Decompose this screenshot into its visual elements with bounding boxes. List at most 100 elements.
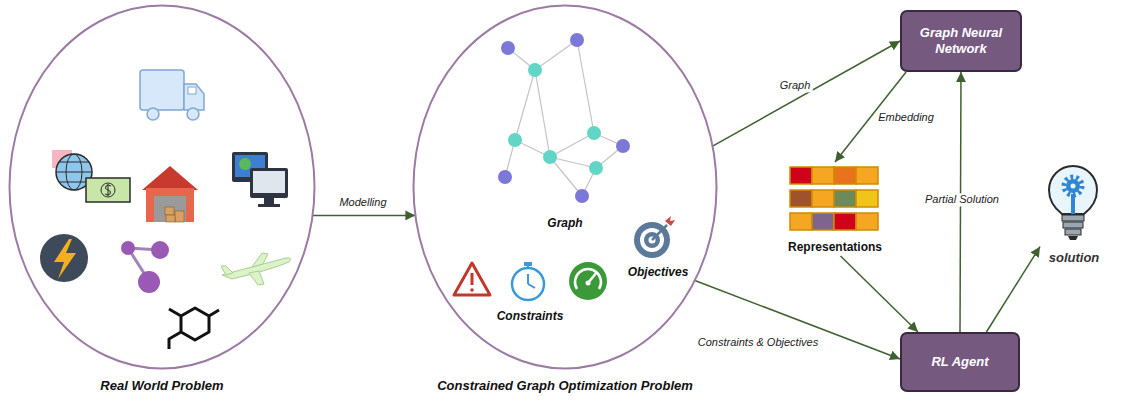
lightbulb-icon	[1062, 215, 1084, 221]
graph-illustration	[616, 139, 630, 153]
graph-illustration	[589, 161, 603, 175]
warning-icon	[470, 288, 474, 292]
target-icon	[665, 216, 675, 226]
graph-illustration	[501, 41, 515, 55]
speedometer-icon	[575, 269, 601, 289]
stopwatch-icon	[512, 262, 544, 300]
energy-icon	[54, 239, 76, 279]
warehouse-icon	[165, 207, 174, 215]
molecule-icon	[138, 271, 160, 293]
embedding-bars	[790, 167, 878, 230]
graph-illustration	[528, 63, 542, 77]
computer-icon	[258, 204, 280, 207]
problem-circle: Real World Problem	[8, 4, 316, 370]
graph-illustration	[587, 126, 601, 140]
lightbulb-icon	[1049, 166, 1097, 240]
warehouse-icon	[142, 166, 198, 222]
graph-illustration	[498, 33, 630, 203]
lightbulb-icon	[1071, 184, 1076, 189]
finance-icon	[86, 178, 130, 202]
graph-illustration	[577, 40, 594, 133]
energy-icon	[40, 234, 88, 282]
graph-illustration	[535, 40, 577, 70]
process-box: RL Agent	[900, 332, 1020, 392]
embedding-bars	[812, 213, 834, 230]
finance-icon	[101, 183, 115, 197]
lightbulb-icon	[1068, 236, 1078, 240]
stopwatch-icon	[528, 284, 535, 288]
finance-icon	[59, 162, 89, 163]
representation-block: Representations	[780, 162, 890, 256]
truck-icon	[184, 84, 204, 110]
graph-illustration	[535, 70, 550, 157]
node-label: Objectives	[628, 265, 689, 279]
node-label: Constraints	[497, 309, 564, 323]
arrow-connector	[313, 215, 416, 217]
embedding-bars	[834, 167, 856, 184]
circle-outline-shape	[10, 6, 315, 369]
warning-icon	[454, 263, 490, 295]
solution-bulb: solution	[1040, 163, 1108, 265]
computer-icon	[250, 168, 288, 198]
circle-outline-shape	[414, 6, 717, 369]
arrow-connector	[695, 280, 900, 359]
embedding-bars	[856, 190, 878, 207]
node-label: Graph Neural Network	[909, 25, 1013, 58]
lightbulb-icon	[1066, 179, 1080, 193]
computer-icon	[239, 158, 251, 170]
warehouse-icon	[154, 196, 186, 222]
embedding-bars	[834, 190, 856, 207]
warning-icon	[454, 263, 490, 295]
finance-icon	[52, 150, 130, 202]
arrow-connector	[713, 41, 900, 146]
edge-label: Modelling	[337, 196, 388, 209]
speedometer-icon	[586, 281, 591, 286]
embedding-bars	[812, 190, 834, 207]
graph-illustration	[550, 157, 582, 196]
molecule-icon	[151, 241, 169, 259]
edge-label: Embedding	[876, 111, 936, 124]
graph-illustration	[515, 70, 535, 140]
embedding-bars	[812, 167, 834, 184]
airplane-icon	[252, 253, 268, 267]
node-label: Graph	[547, 216, 582, 230]
embedding-bars	[790, 167, 812, 184]
node-label: RL Agent	[931, 354, 988, 370]
truck-icon	[187, 108, 199, 120]
embedding-bars	[834, 213, 856, 230]
computer-icon	[264, 198, 274, 204]
graph-illustration	[508, 133, 522, 147]
molecule-icon	[121, 241, 135, 255]
edge-label: Partial Solution	[923, 193, 1001, 206]
chemical-structure-icon	[169, 308, 219, 349]
airplane-icon	[221, 266, 233, 275]
target-icon	[634, 216, 675, 258]
problem-circle: GraphObjectivesConstraintsConstrained Gr…	[412, 4, 718, 370]
node-label: solution	[1049, 250, 1100, 265]
warehouse-icon	[146, 188, 194, 222]
warning-icon	[471, 273, 474, 285]
lightbulb-icon	[1063, 222, 1083, 228]
graph-illustration	[543, 150, 557, 164]
arrow-connector	[986, 247, 1040, 332]
computer-icon	[232, 152, 288, 207]
warehouse-icon	[166, 215, 175, 222]
stopwatch-icon	[527, 266, 529, 268]
warehouse-icon	[142, 166, 198, 190]
node-heading: Constrained Graph Optimization Problem	[437, 378, 693, 393]
edge-label: Graph	[778, 79, 813, 92]
warehouse-icon	[175, 211, 184, 222]
lightbulb-icon	[1064, 177, 1082, 195]
finance-icon	[59, 182, 89, 183]
arrow-connector	[835, 72, 906, 162]
speedometer-icon	[569, 262, 607, 300]
process-box: Graph Neural Network	[900, 10, 1022, 72]
edge-label: Constraints & Objectives	[696, 336, 820, 349]
truck-icon	[140, 70, 184, 110]
lightbulb-icon	[1049, 166, 1097, 214]
graph-illustration	[570, 33, 584, 47]
embedding-bars	[790, 213, 812, 230]
embedding-bars	[856, 213, 878, 230]
